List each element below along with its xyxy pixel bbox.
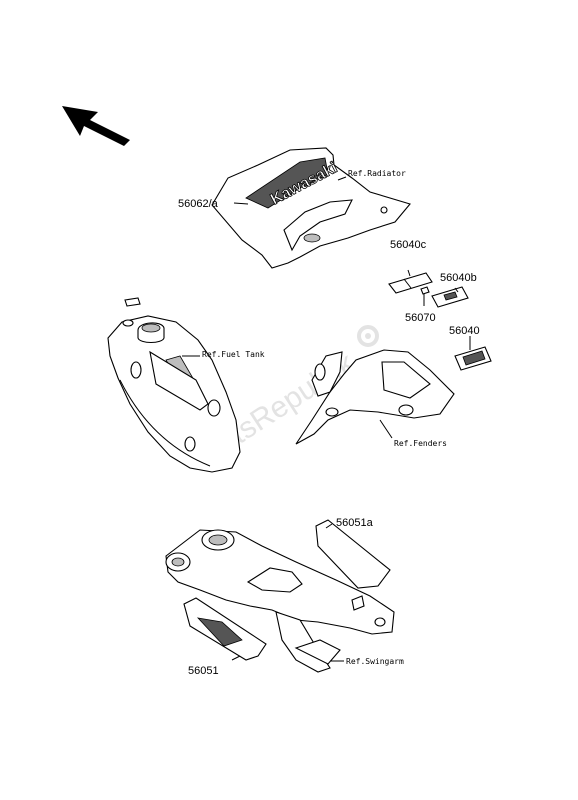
part-number-56070: 56070 (405, 312, 436, 324)
ref-fuel-tank-label: Ref.Fuel Tank (202, 350, 265, 359)
ref-swingarm-label: Ref.Swingarm (346, 657, 404, 666)
rear-fender (295, 349, 455, 445)
ref-radiator-label: Ref.Radiator (348, 169, 406, 178)
part-number-56040c: 56040c (390, 239, 427, 251)
label-56070-decal (420, 286, 430, 295)
label-56040b-decal (431, 286, 469, 308)
swingarm-decal-56051 (183, 597, 267, 661)
part-number-56051a: 56051a (336, 517, 374, 529)
part-number-56040: 56040 (449, 325, 480, 337)
part-number-56051: 56051 (188, 665, 219, 677)
swingarm (165, 529, 395, 673)
swingarm-decal-56051a (315, 519, 391, 589)
leader-lines (182, 176, 471, 662)
radiator-shroud: Kawasaki (211, 147, 411, 269)
front-direction-arrow-icon (62, 106, 130, 146)
fuel-tank (107, 297, 241, 473)
watermark-gear-icon (357, 325, 379, 347)
part-number-56062a: 56062/a (178, 198, 219, 210)
label-56040c-decal (388, 272, 433, 294)
ref-fenders-label: Ref.Fenders (394, 439, 447, 448)
part-number-56040b: 56040b (440, 272, 477, 284)
label-56040-decal (454, 346, 492, 371)
